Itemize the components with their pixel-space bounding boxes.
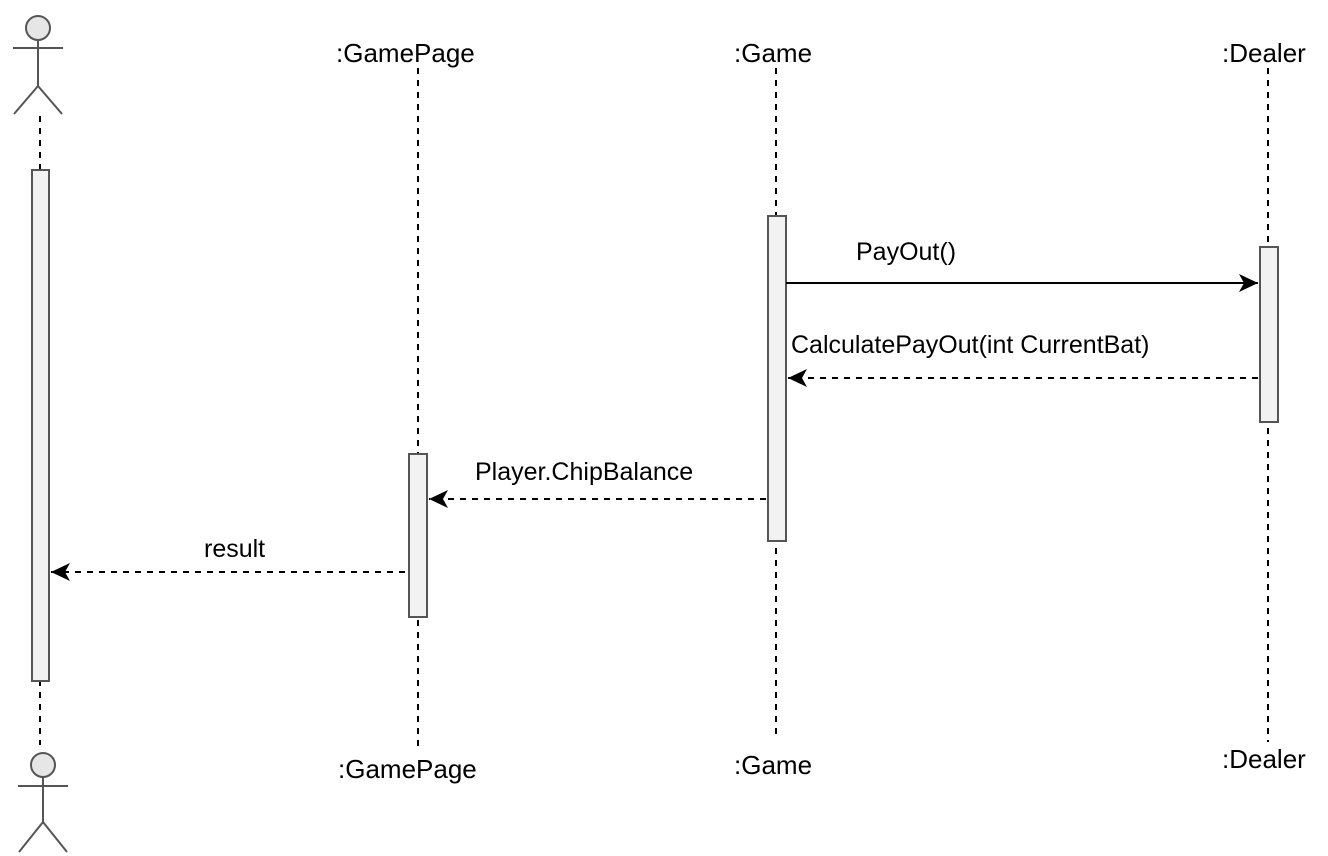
game-lifeline-bottom-label: :Game (734, 750, 813, 780)
dealer-lifeline-top-label: :Dealer (1222, 38, 1306, 68)
actor-bottom-icon (18, 752, 68, 853)
gamepage-lifeline-top-label: :GamePage (336, 38, 475, 68)
game-activation-bar (767, 215, 787, 542)
gamepage-lifeline-bottom-label: :GamePage (338, 754, 477, 784)
dealer-activation-bar (1259, 246, 1279, 423)
message-label-chipbalance: Player.ChipBalance (475, 458, 694, 486)
message-label-result: result (204, 535, 266, 563)
dealer-lifeline-bottom-label: :Dealer (1222, 744, 1306, 774)
message-label-payout: PayOut() (856, 238, 957, 266)
game-lifeline-top-label: :Game (734, 38, 813, 68)
gamepage-activation-bar (408, 453, 428, 618)
message-label-calculatepayout: CalculatePayOut(int CurrentBat) (791, 331, 1150, 359)
actor-top-icon (13, 15, 63, 115)
actor-activation-bar (31, 169, 50, 682)
